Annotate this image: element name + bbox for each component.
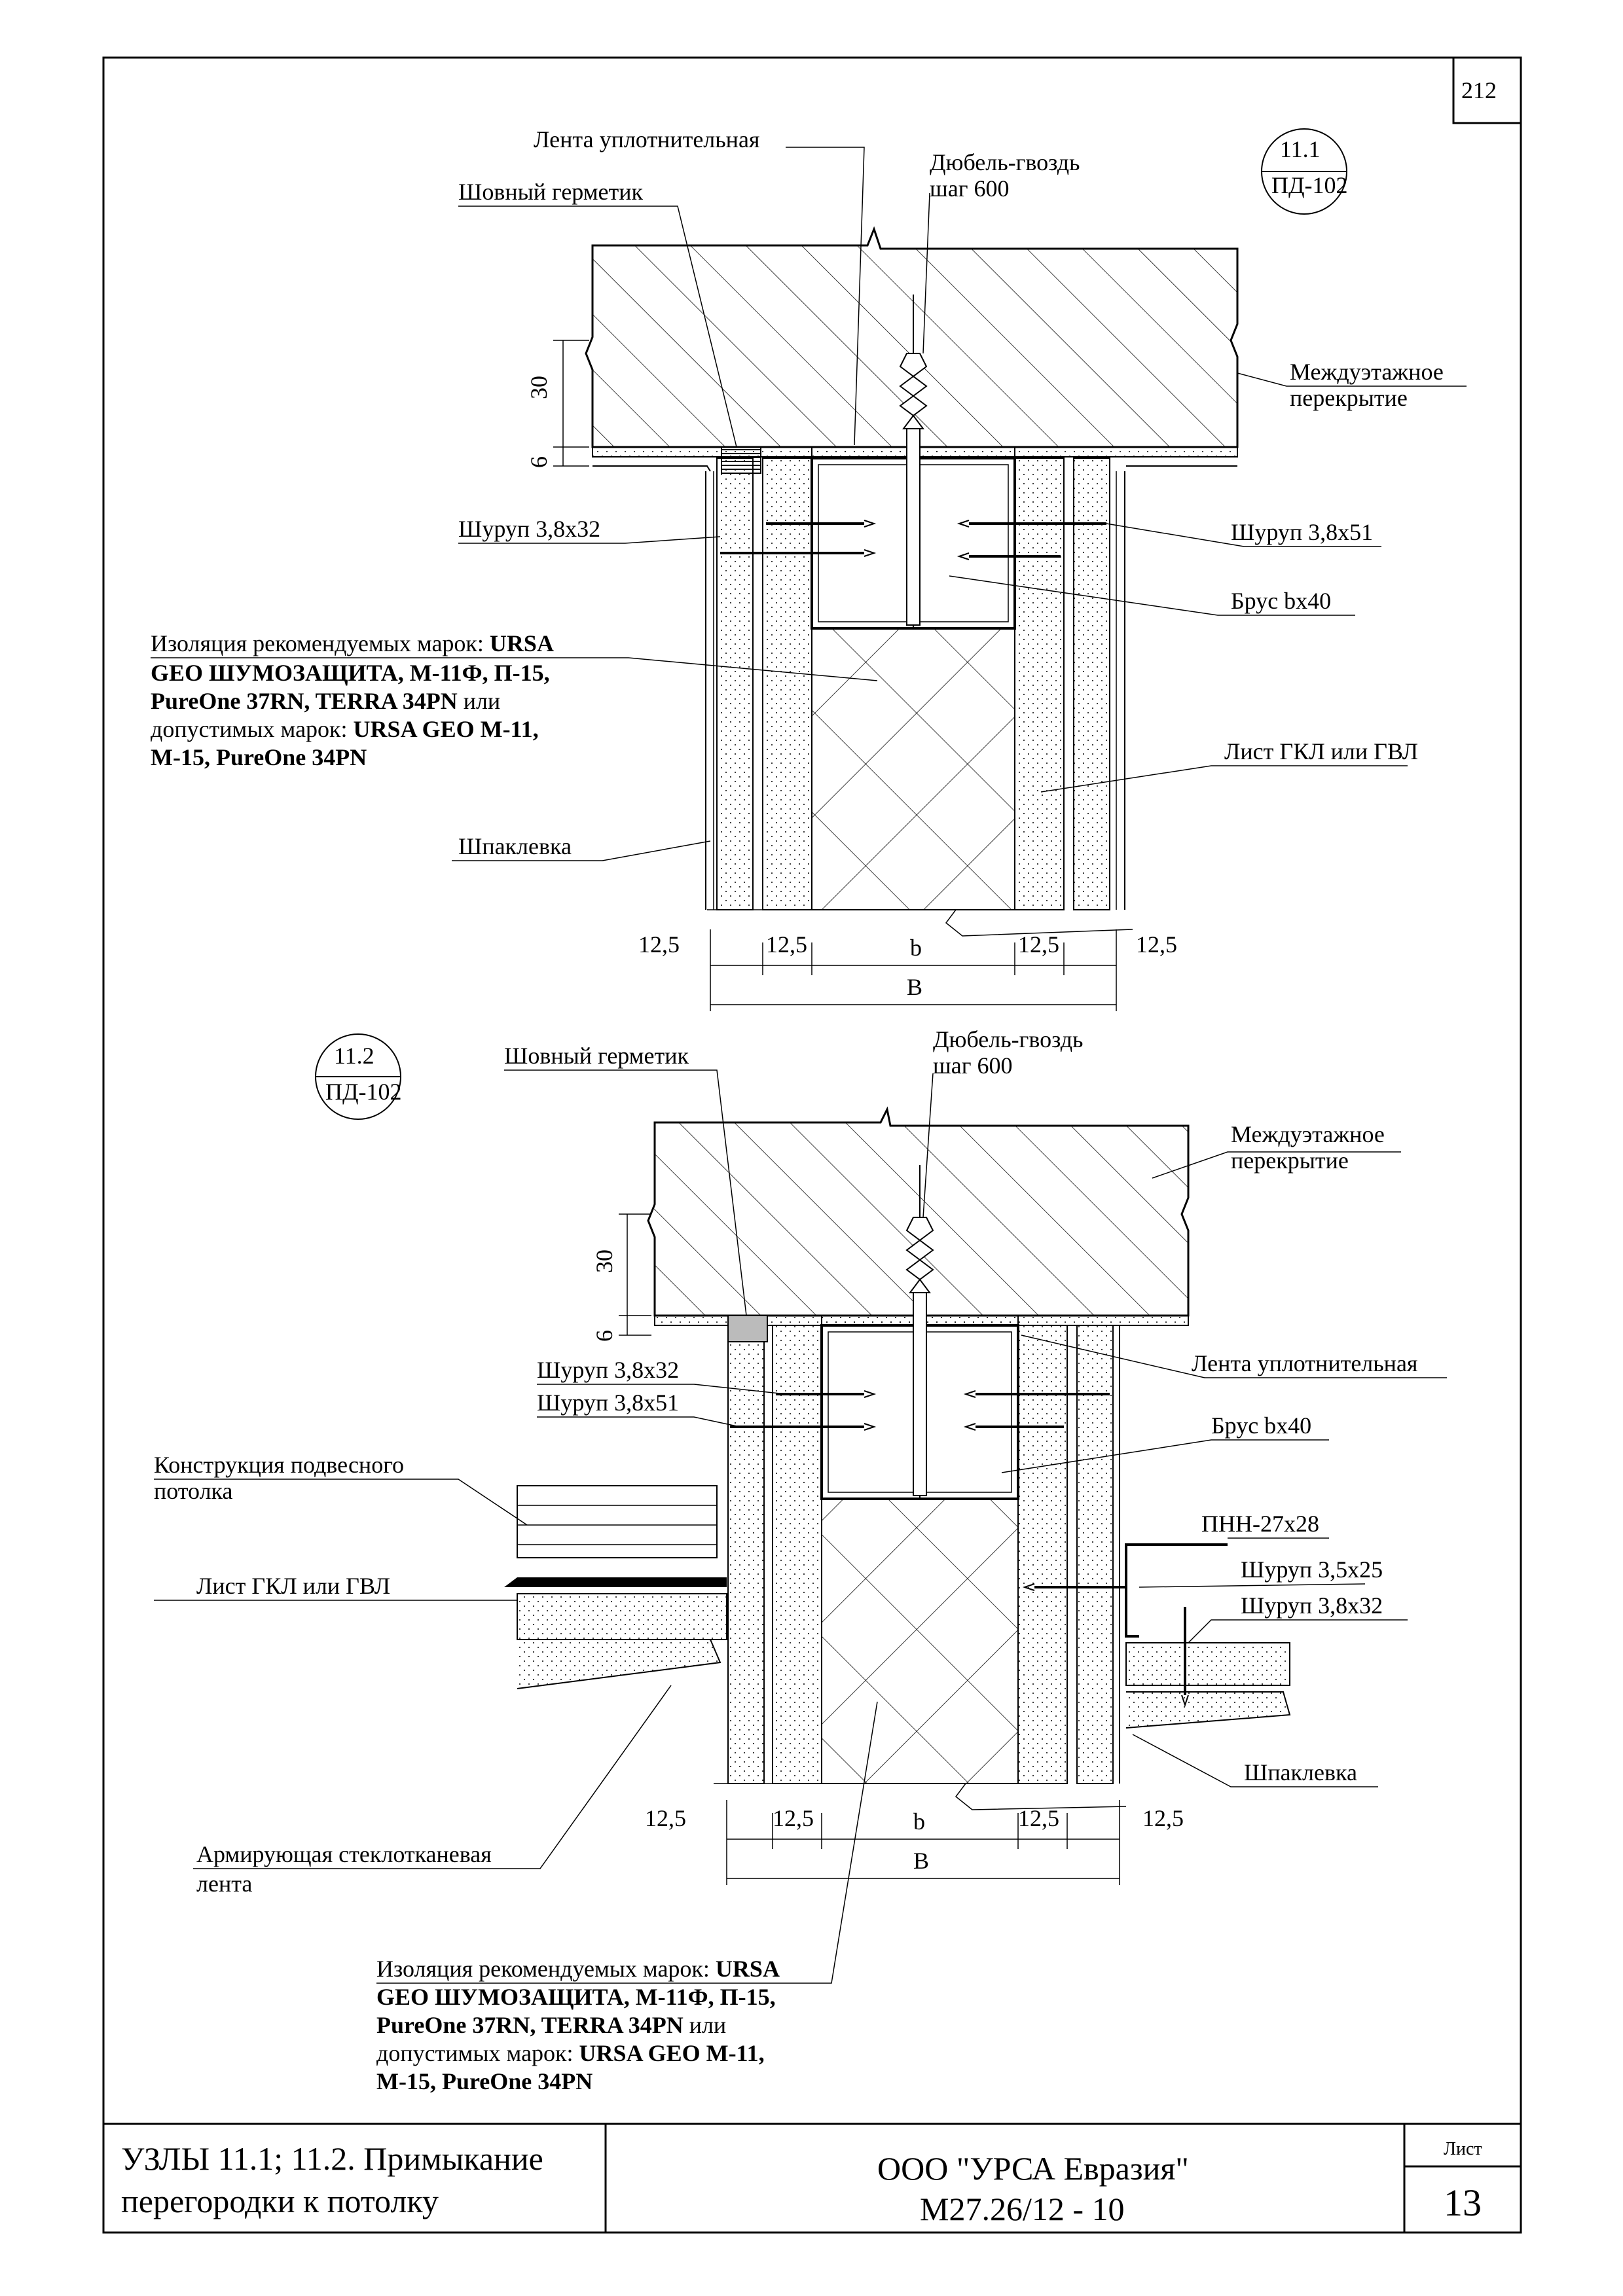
dim-12-5: 12,5 xyxy=(766,931,807,958)
label-insulation-line-4: допустимых марок: URSA GEO М-11, xyxy=(376,2040,765,2066)
label-dowel-nail: Дюбель-гвоздь xyxy=(930,149,1080,175)
label-screw-left: Шуруп 3,8х32 xyxy=(458,516,600,542)
label-reinforcing-tape-2: лента xyxy=(196,1871,252,1897)
gypsum-board xyxy=(1014,457,1065,910)
gypsum-board xyxy=(762,457,812,910)
dim-12-5: 12,5 xyxy=(1018,1805,1059,1831)
dim-6: 6 xyxy=(526,456,552,468)
dowel-nail xyxy=(905,1165,934,1499)
gypsum-board xyxy=(1073,457,1110,910)
label-screw-d: Шуруп 3,8х32 xyxy=(1241,1592,1383,1619)
label-floor-slab: Междуэтажное xyxy=(1231,1121,1385,1147)
dowel-nail xyxy=(899,295,928,628)
label-floor-slab-2: перекрытие xyxy=(1231,1147,1349,1174)
label-insulation-line-3: PureOne 37RN, TERRA 34PN или xyxy=(376,2012,726,2038)
screws xyxy=(720,520,1106,560)
label-suspended-ceiling: Конструкция подвесного xyxy=(154,1452,404,1478)
label-insulation-line-4: допустимых марок: URSA GEO М-11, xyxy=(151,716,539,742)
label-putty: Шпаклевка xyxy=(458,833,572,859)
label-board: Лист ГКЛ или ГВЛ xyxy=(196,1573,390,1599)
sheet-number: 13 xyxy=(1444,2181,1482,2224)
page-number: 212 xyxy=(1461,77,1497,103)
label-screw-c: Шуруп 3,5х25 xyxy=(1241,1556,1383,1583)
floor-slab xyxy=(647,1106,1190,1317)
dim-12-5: 12,5 xyxy=(1136,931,1177,958)
page-number-box xyxy=(1452,56,1522,124)
label-screw-a: Шуруп 3,8х32 xyxy=(537,1357,679,1383)
label-joint-sealant: Шовный герметик xyxy=(504,1043,689,1069)
label-insulation-line-1: Изоляция рекомендуемых марок: URSA xyxy=(376,1956,780,1982)
gypsum-board xyxy=(772,1325,822,1784)
label-joint-sealant: Шовный герметик xyxy=(458,179,644,205)
dim-b: b xyxy=(910,935,922,961)
label-screw-b: Шуруп 3,8х51 xyxy=(537,1390,679,1416)
suspended-ceiling xyxy=(504,1485,727,1689)
insulation xyxy=(811,628,1015,910)
label-dowel-step: шаг 600 xyxy=(933,1052,1012,1079)
ceiling-profile xyxy=(1125,1543,1291,1729)
label-insulation-line-5: М-15, PureOne 34PN xyxy=(151,744,367,770)
label-beam: Брус bх40 xyxy=(1231,588,1331,614)
dim-30: 30 xyxy=(591,1249,617,1273)
document-code: М27.26/12 - 10 xyxy=(920,2191,1125,2227)
dim-12-5: 12,5 xyxy=(645,1805,686,1831)
dim-6: 6 xyxy=(591,1330,617,1342)
label-sealing-tape: Лента уплотнительная xyxy=(1192,1350,1417,1376)
label-dowel-nail: Дюбель-гвоздь xyxy=(933,1026,1083,1052)
floor-slab xyxy=(585,226,1239,448)
dim-12-5: 12,5 xyxy=(1018,931,1059,958)
drawing-title-line-1: УЗЛЫ 11.1; 11.2. Примыкание xyxy=(121,2140,543,2177)
dim-30: 30 xyxy=(526,376,552,399)
label-insulation-line-2: GEO ШУМОЗАЩИТА, М-11Ф, П-15, xyxy=(376,1984,776,2010)
label-insulation-line-1: Изоляция рекомендуемых марок: URSA xyxy=(151,630,554,656)
label-dowel-step: шаг 600 xyxy=(930,175,1009,202)
joint-sealant xyxy=(727,1315,768,1342)
detail-marker-ref: ПД-102 xyxy=(1271,172,1348,198)
label-suspended-ceiling-2: потолка xyxy=(154,1478,232,1504)
sheet-label: Лист xyxy=(1444,2139,1482,2159)
sheet-frame xyxy=(102,56,1522,2234)
gypsum-board xyxy=(1076,1325,1114,1784)
label-board: Лист ГКЛ или ГВЛ xyxy=(1224,738,1418,764)
detail-marker-number: 11.2 xyxy=(334,1043,374,1069)
detail-marker-ref: ПД-102 xyxy=(325,1079,402,1105)
dim-12-5: 12,5 xyxy=(638,931,680,958)
detail-11-2: 11.2 ПД-102 xyxy=(154,1026,1447,2094)
gypsum-board xyxy=(727,1325,765,1784)
company-name: ООО "УРСА Евразия" xyxy=(877,2150,1189,2187)
dim-total: В xyxy=(913,1848,929,1874)
insulation xyxy=(821,1498,1019,1784)
title-block: УЗЛЫ 11.1; 11.2. Примыкание перегородки … xyxy=(103,2123,1521,2233)
label-sealing-tape: Лента уплотнительная xyxy=(534,126,759,152)
detail-marker-number: 11.1 xyxy=(1280,136,1321,162)
gypsum-board xyxy=(716,457,754,910)
label-insulation-line-3: PureOne 37RN, TERRA 34PN или xyxy=(151,688,500,714)
dim-12-5: 12,5 xyxy=(773,1805,814,1831)
drawing-title-line-2: перегородки к потолку xyxy=(121,2183,439,2219)
joint-sealant xyxy=(721,446,761,474)
dim-b: b xyxy=(913,1808,925,1835)
label-putty: Шпаклевка xyxy=(1244,1759,1357,1785)
label-insulation-line-5: М-15, PureOne 34PN xyxy=(376,2068,593,2094)
label-profile: ПНН-27х28 xyxy=(1201,1511,1319,1537)
gypsum-board xyxy=(1017,1325,1068,1784)
label-screw-right: Шуруп 3,8х51 xyxy=(1231,519,1373,545)
label-floor-slab-2: перекрытие xyxy=(1290,385,1408,411)
detail-11-1: 11.1 ПД-102 xyxy=(151,126,1467,1011)
label-reinforcing-tape: Армирующая стеклотканевая xyxy=(196,1841,492,1867)
dim-total: В xyxy=(907,974,922,1000)
label-floor-slab: Междуэтажное xyxy=(1290,359,1444,385)
dim-12-5: 12,5 xyxy=(1142,1805,1184,1831)
label-beam: Брус bх40 xyxy=(1211,1412,1311,1439)
label-insulation-line-2: GEO ШУМОЗАЩИТА, М-11Ф, П-15, xyxy=(151,660,550,686)
